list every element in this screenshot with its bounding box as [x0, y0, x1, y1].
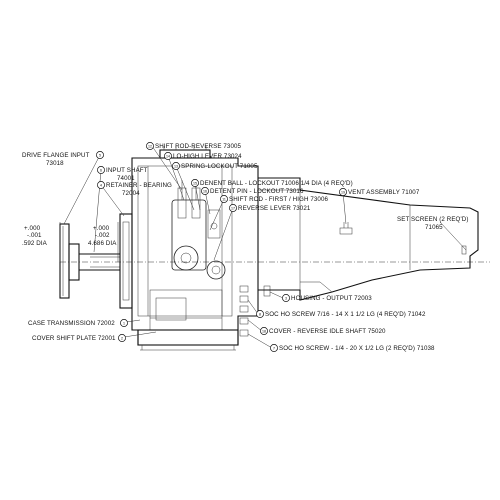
label-soc-ho-screw-2: SOC HO SCREW - 1/4 - 20 X 1/2 LG (2 REQ'…: [279, 345, 435, 352]
dim-right-plus: +.000: [93, 225, 110, 232]
dim-right-dia: 4.686 DIA: [88, 240, 117, 247]
label-set-screen-num: 71065: [425, 224, 443, 231]
label-detent-pin: DETENT PIN - LOCKOUT 73016: [210, 188, 304, 195]
retainer-bearing: [119, 213, 133, 309]
bubble-shift-rev-num: 12: [148, 144, 152, 148]
label-retainer-num: 72004: [122, 190, 140, 197]
bubble-housing-num: 3: [285, 296, 287, 300]
transmission-case: [131, 157, 259, 346]
label-vent-assembly: VENT ASSEMBLY 71007: [348, 189, 420, 196]
label-detent-ball: DENENT BALL - LOCKOUT 71006 1/4 DIA (4 R…: [200, 180, 353, 187]
callout-bubbles: 5 6 4 12 14 13 15 16 11 17 19 3 8 18 7 1…: [96, 142, 347, 352]
soc-ho-screws: [239, 285, 249, 337]
bubble-cover-rev-num: 18: [262, 329, 266, 333]
bubble-retainer-num: 4: [100, 183, 102, 187]
part-labels: DRIVE FLANGE INPUT 73018 INPUT SHAFT 740…: [22, 143, 469, 352]
bubble-detent-pin-num: 16: [203, 189, 207, 193]
bubble-drive: [96, 151, 104, 159]
bubble-drive-num: 5: [99, 153, 101, 157]
label-housing-output: HOUSING - OUTPUT 72003: [291, 295, 372, 302]
label-drive-flange: DRIVE FLANGE INPUT: [22, 152, 90, 159]
bubble-vent-num: 19: [341, 190, 345, 194]
bubble-lo-high-num: 14: [166, 154, 170, 158]
label-input-shaft-num: 74001: [117, 175, 135, 182]
label-shift-rod-reverse: SHIFT ROD-REVERSE 73005: [155, 143, 242, 150]
label-drive-flange-num: 73018: [46, 160, 64, 167]
label-set-screen: SET SCREEN (2 REQ'D): [397, 216, 469, 223]
bubble-input-num: 6: [100, 168, 102, 172]
label-cover-reverse: COVER - REVERSE IDLE SHAFT 75020: [269, 328, 386, 335]
label-input-shaft: INPUT SHAFT: [106, 167, 148, 174]
dim-right-minus: -.002: [95, 232, 110, 239]
bubble-spring-num: 13: [174, 164, 178, 168]
bubble-cover-shift-num: 2: [121, 336, 123, 340]
label-shift-rod-first: SHIFT ROD - FIRST / HIGH 73006: [229, 196, 329, 203]
bubble-soc2-num: 7: [273, 346, 275, 350]
label-cover-shift-plate: COVER SHIFT PLATE 72001: [32, 335, 116, 342]
label-reverse-lever: REVERSE LEVER 73021: [238, 205, 311, 212]
dim-left-dia: .592 DIA: [22, 240, 48, 247]
bubble-case-num: 1: [123, 321, 125, 325]
label-retainer: RETAINER - BEARING: [106, 182, 172, 189]
dim-left-minus: -.001: [27, 232, 42, 239]
dim-left-plus: +.000: [24, 225, 41, 232]
label-spring-lockout: SPRING-LOCKOUT 71005: [181, 163, 258, 170]
label-case-transmission: CASE TRANSMISSION 72002: [28, 320, 115, 327]
label-soc-ho-screw-1: SOC HO SCREW 7/16 - 14 X 1 1/2 LG (4 REQ…: [265, 311, 426, 318]
label-lo-high-lever: LO-HIGH LEVER 73024: [173, 153, 242, 160]
bubble-detent-ball-num: 15: [193, 181, 197, 185]
output-housing: [258, 177, 479, 301]
bubble-shift-first-num: 11: [222, 197, 226, 201]
leader-lines: [63, 145, 467, 349]
bubble-rev-lever-num: 17: [231, 206, 235, 210]
transmission-drawing: [59, 146, 490, 351]
bubble-soc1-num: 8: [259, 312, 261, 316]
drive-flange: [59, 223, 70, 299]
